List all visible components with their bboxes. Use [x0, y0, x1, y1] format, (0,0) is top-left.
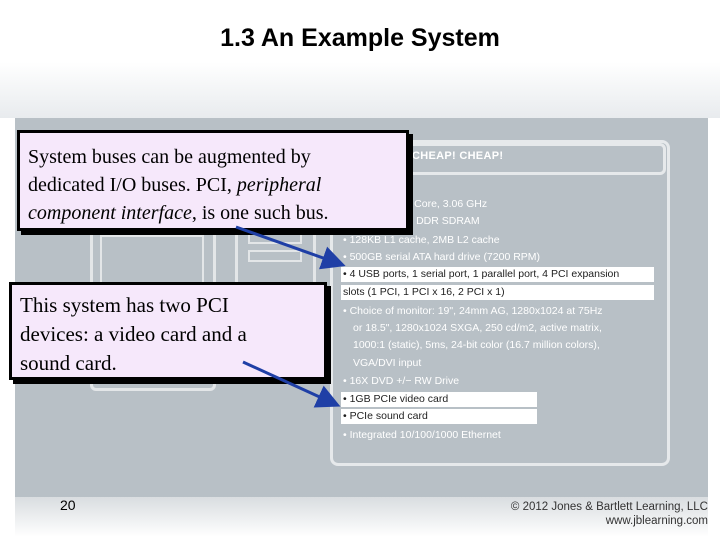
spec-line: GB DDR SDRAM [398, 215, 480, 227]
spec-line: • 128KB L1 cache, 2MB L2 cache [343, 234, 500, 246]
ad-spec-frame [330, 140, 670, 466]
callout-pci-devices: This system has two PCI devices: a video… [9, 282, 327, 380]
callout-text-italic: component interface [28, 202, 192, 224]
callout-text: devices: a video card and a [20, 322, 247, 346]
spec-line: • 500GB serial ATA hard drive (7200 RPM) [343, 251, 541, 263]
copyright-notice: © 2012 Jones & Bartlett Learning, LLC ww… [511, 500, 708, 528]
callout-text: System buses can be augmented by [28, 146, 311, 168]
ad-header-text: CHEAP! CHEAP! [412, 150, 504, 162]
drive-bay-illustration [248, 232, 302, 244]
callout-text: sound card. [20, 351, 117, 375]
arrow-to-pci-devices [242, 360, 341, 408]
spec-line: • 16X DVD +/− RW Drive [343, 375, 460, 387]
callout-text: This system has two PCI [20, 293, 229, 317]
spec-line-highlighted: slots (1 PCI, 1 PCI x 16, 2 PCI x 1) [341, 285, 654, 300]
spec-line: or 18.5", 1280x1024 SXGA, 250 cd/m2, act… [353, 322, 602, 334]
callout-io-buses: System buses can be augmented by dedicat… [17, 130, 409, 231]
callout-text-italic: peripheral [236, 174, 322, 196]
title-band [0, 62, 720, 118]
slide-title: 1.3 An Example System [220, 24, 500, 52]
drive-bay-illustration [248, 250, 302, 262]
callout-text: , is one such bus. [191, 202, 329, 224]
spec-line: 1000:1 (static), 5ms, 24-bit color (16.7… [353, 339, 600, 351]
publisher-url: www.jblearning.com [605, 515, 708, 527]
spec-line-highlighted: • PCIe sound card [341, 409, 537, 424]
page-number: 20 [60, 497, 76, 513]
footer-bar [15, 497, 708, 537]
callout-text: dedicated I/O buses. PCI, [28, 174, 237, 196]
copyright-line: © 2012 Jones & Bartlett Learning, LLC [510, 501, 708, 513]
arrow-to-pci-slots [235, 225, 346, 270]
spec-line-highlighted: • 1GB PCIe video card [341, 392, 537, 407]
spec-line: • Integrated 10/100/1000 Ethernet [343, 429, 501, 441]
spec-line: • Choice of monitor: 19", 24mm AG, 1280x… [343, 305, 603, 317]
spec-line-highlighted: • 4 USB ports, 1 serial port, 1 parallel… [341, 267, 654, 282]
spec-line: VGA/DVI input [353, 357, 422, 369]
